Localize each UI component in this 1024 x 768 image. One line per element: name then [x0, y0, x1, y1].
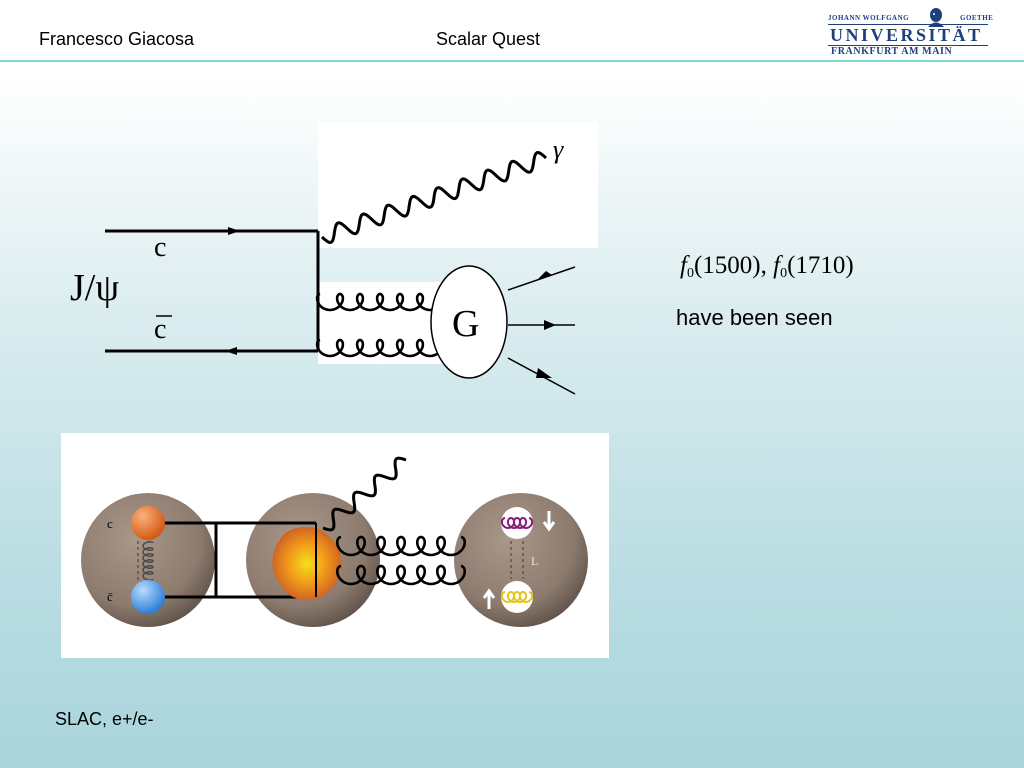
- gluon-coil-top: [500, 516, 534, 530]
- quark-label: c: [154, 232, 166, 263]
- logo-rule-bottom: [828, 45, 988, 46]
- footnote: SLAC, e+/e-: [55, 709, 154, 729]
- mass-first: (1500),: [693, 252, 767, 279]
- decay-illustration: c c̄ L: [61, 433, 609, 658]
- mass-second: (1710): [787, 252, 854, 279]
- decay-illustration-art: c c̄ L: [81, 456, 588, 627]
- presentation-title: Scalar Quest: [436, 29, 541, 49]
- spin-up-arrow-icon: [482, 588, 496, 609]
- charm-quark: [131, 506, 165, 540]
- spin-label: L: [531, 554, 538, 568]
- decay-line-1: [507, 266, 576, 291]
- gluon-coil-bottom: [500, 590, 534, 604]
- spin-down-arrow-icon: [542, 511, 556, 532]
- f-symbol-second: f: [773, 252, 781, 279]
- glueball-circle: [430, 265, 508, 379]
- meson-label: J/ψ: [70, 267, 119, 309]
- logo-city: FRANKFURT AM MAIN: [831, 46, 953, 57]
- binding-string: [142, 541, 154, 581]
- university-logo: JOHANN WOLFGANG GOETHE UNIVERSITÄT FRANK…: [828, 6, 993, 58]
- antiquark-arrow-icon: [225, 347, 237, 355]
- emitted-photon: [322, 456, 407, 532]
- photon-line: [320, 150, 548, 245]
- decay-arrow-3-icon: [536, 368, 552, 378]
- logo-text-right: GOETHE: [960, 14, 994, 22]
- decay-arrow-2-icon: [544, 320, 556, 330]
- gluon-line-bottom: [315, 338, 445, 358]
- subscript-first: 0: [686, 266, 694, 281]
- author-name: Francesco Giacosa: [39, 29, 195, 49]
- gluon-ball-bottom: [501, 581, 533, 613]
- antiquark-label: c: [154, 314, 166, 345]
- gluon-pair-top: [336, 535, 466, 557]
- charm-antiquark: [131, 580, 165, 614]
- seen-note: have been seen: [676, 305, 833, 330]
- glueball-label: G: [452, 303, 479, 345]
- feynman-diagram: γ J/ψ c c G: [70, 122, 598, 395]
- gluon-pair-bottom: [336, 564, 466, 586]
- logo-university: UNIVERSITÄT: [830, 25, 983, 45]
- resonance-formula: f0(1500), f0(1710): [680, 252, 854, 282]
- logo-text-left: JOHANN WOLFGANG: [828, 14, 910, 22]
- gluon-ball-top: [501, 507, 533, 539]
- subscript-second: 0: [780, 266, 788, 281]
- logo-rule-top: [828, 24, 988, 25]
- f-symbol-first: f: [680, 252, 687, 279]
- photon-label: γ: [553, 135, 564, 164]
- annihilation-blob: [272, 527, 342, 601]
- quark-arrow-icon: [228, 227, 240, 235]
- quark-tag: c: [107, 516, 113, 531]
- decay-arrow-1-icon: [538, 271, 552, 279]
- gluon-line-top: [315, 292, 445, 312]
- logo-top-line: JOHANN WOLFGANG GOETHE: [828, 14, 993, 22]
- antiquark-tag: c̄: [107, 589, 113, 604]
- header-divider: [0, 60, 1024, 62]
